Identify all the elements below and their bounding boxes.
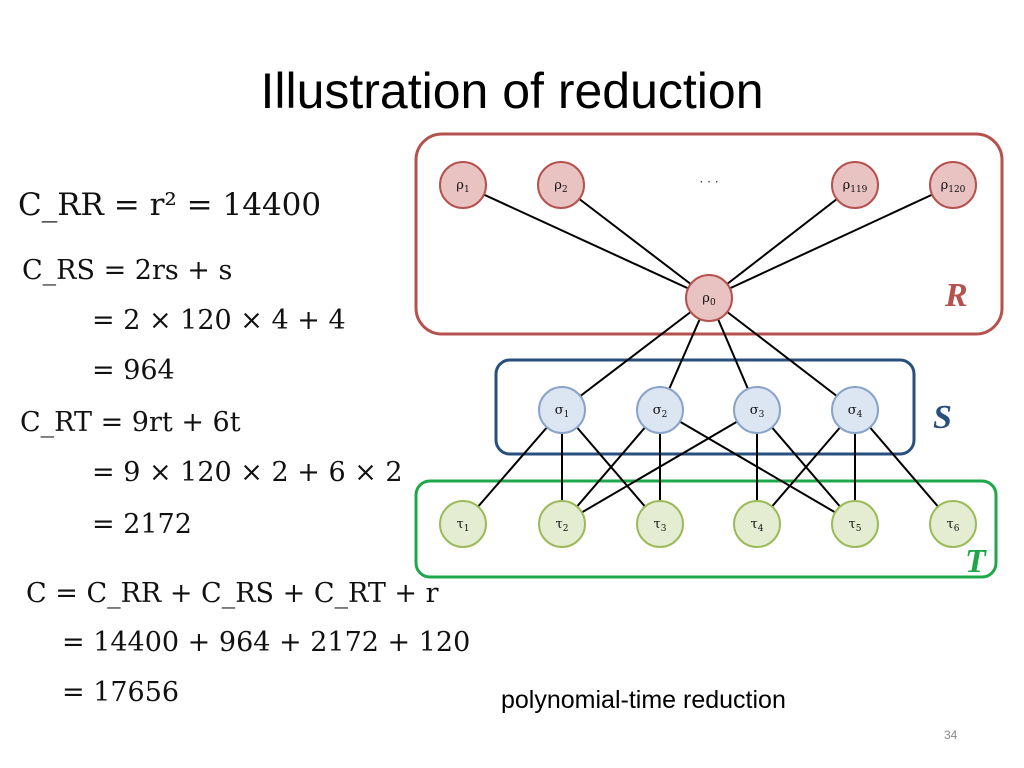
node-label: σ1	[555, 403, 570, 420]
equation-crs-line3: = 964	[92, 355, 175, 386]
node-s3: σ3	[733, 386, 781, 434]
node-label: ρ120	[941, 178, 966, 195]
node-label: τ6	[947, 517, 960, 534]
equation-total-line3: = 17656	[62, 677, 180, 708]
node-circle	[537, 161, 585, 209]
node-label: ρ1	[456, 178, 469, 195]
node-circle	[439, 500, 487, 548]
node-circle	[929, 500, 977, 548]
node-circle	[831, 161, 879, 209]
equation-crs-line2: = 2 × 120 × 4 + 4	[92, 305, 346, 336]
node-t3: τ3	[636, 500, 684, 548]
node-circle	[439, 161, 487, 209]
node-label: ρ2	[554, 178, 567, 195]
edge-r0-s4	[708, 297, 856, 411]
node-circle	[685, 274, 733, 322]
node-label: τ2	[556, 517, 569, 534]
node-t5: τ5	[831, 500, 879, 548]
node-t1: τ1	[439, 500, 487, 548]
node-t4: τ4	[733, 500, 781, 548]
edge-s3-t2	[561, 409, 758, 525]
diagram-nodes: ρ1 ρ2 ρ119 ρ120 ρ0 σ1 σ2 σ3 σ4 τ1 τ2 τ3 τ4 τ5 τ6	[439, 161, 977, 548]
set-S-label: S	[933, 399, 952, 436]
equation-crt-line1: C_RT = 9rt + 6t	[20, 407, 241, 438]
node-r2: ρ2	[537, 161, 585, 209]
node-t6: τ6	[929, 500, 977, 548]
node-circle	[831, 386, 879, 434]
edge-s4-t4	[756, 409, 856, 525]
caption: polynomial-time reduction	[501, 686, 786, 714]
node-circle	[538, 500, 586, 548]
node-circle	[636, 386, 684, 434]
edge-r1-r0	[462, 184, 710, 299]
node-label: τ3	[654, 517, 667, 534]
equation-total-line1: C = C_RR + C_RS + C_RT + r	[26, 578, 439, 609]
node-label: τ5	[849, 517, 862, 534]
node-label: ρ0	[702, 291, 716, 308]
node-r0: ρ0	[685, 274, 733, 322]
equation-total-line2: = 14400 + 964 + 2172 + 120	[62, 627, 471, 658]
edge-r2-r0	[560, 184, 710, 299]
edge-s2-t2	[561, 409, 661, 525]
node-circle	[929, 161, 977, 209]
edge-s4-t6	[854, 409, 954, 525]
equation-crt-line2: = 9 × 120 × 2 + 6 × 2	[92, 457, 403, 488]
rho-ellipsis: · · ·	[699, 175, 718, 189]
page-number: 34	[944, 728, 958, 742]
node-circle	[831, 500, 879, 548]
node-label: σ2	[653, 403, 668, 420]
slide-title: Illustration of reduction	[260, 63, 764, 119]
node-s1: σ1	[538, 386, 586, 434]
node-t2: τ2	[538, 500, 586, 548]
node-label: ρ119	[843, 178, 868, 195]
node-circle	[538, 386, 586, 434]
edge-r120-r0	[708, 184, 954, 299]
edge-s1-t1	[462, 409, 563, 525]
node-label: σ3	[750, 403, 765, 420]
node-label: σ4	[848, 403, 863, 420]
node-r1: ρ1	[439, 161, 487, 209]
set-T-label: T	[965, 543, 987, 580]
node-circle	[733, 386, 781, 434]
edge-r119-r0	[708, 184, 856, 299]
node-r120: ρ120	[929, 161, 977, 209]
equation-crr: C_RR = r² = 14400	[18, 187, 322, 223]
equation-crt-line3: = 2172	[92, 509, 192, 540]
node-circle	[733, 500, 781, 548]
node-s4: σ4	[831, 386, 879, 434]
edge-r0-s1	[561, 297, 710, 411]
node-label: τ4	[751, 517, 764, 534]
equation-crs-line1: C_RS = 2rs + s	[22, 255, 233, 286]
set-T-box	[414, 479, 998, 579]
node-s2: σ2	[636, 386, 684, 434]
set-R-label: R	[944, 277, 968, 314]
node-circle	[636, 500, 684, 548]
set-R-box	[414, 132, 1004, 336]
node-label: τ1	[457, 517, 470, 534]
diagram-edges	[462, 184, 954, 525]
node-r119: ρ119	[831, 161, 879, 209]
set-S-box	[494, 358, 916, 456]
